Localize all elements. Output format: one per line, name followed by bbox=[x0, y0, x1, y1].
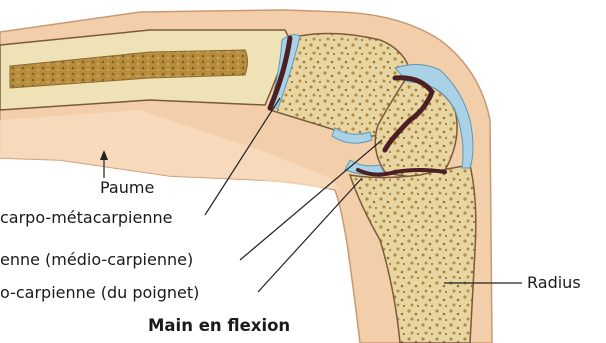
figure-title: Main en flexion bbox=[148, 316, 290, 335]
label-radiocarpal-joint: o-carpienne (du poignet) bbox=[0, 283, 199, 303]
label-palm: Paume bbox=[100, 178, 154, 198]
label-cmc-joint: carpo-métacarpienne bbox=[0, 208, 172, 228]
label-radius: Radius bbox=[527, 273, 581, 293]
label-midcarpal-joint: enne (médio-carpienne) bbox=[0, 250, 193, 270]
